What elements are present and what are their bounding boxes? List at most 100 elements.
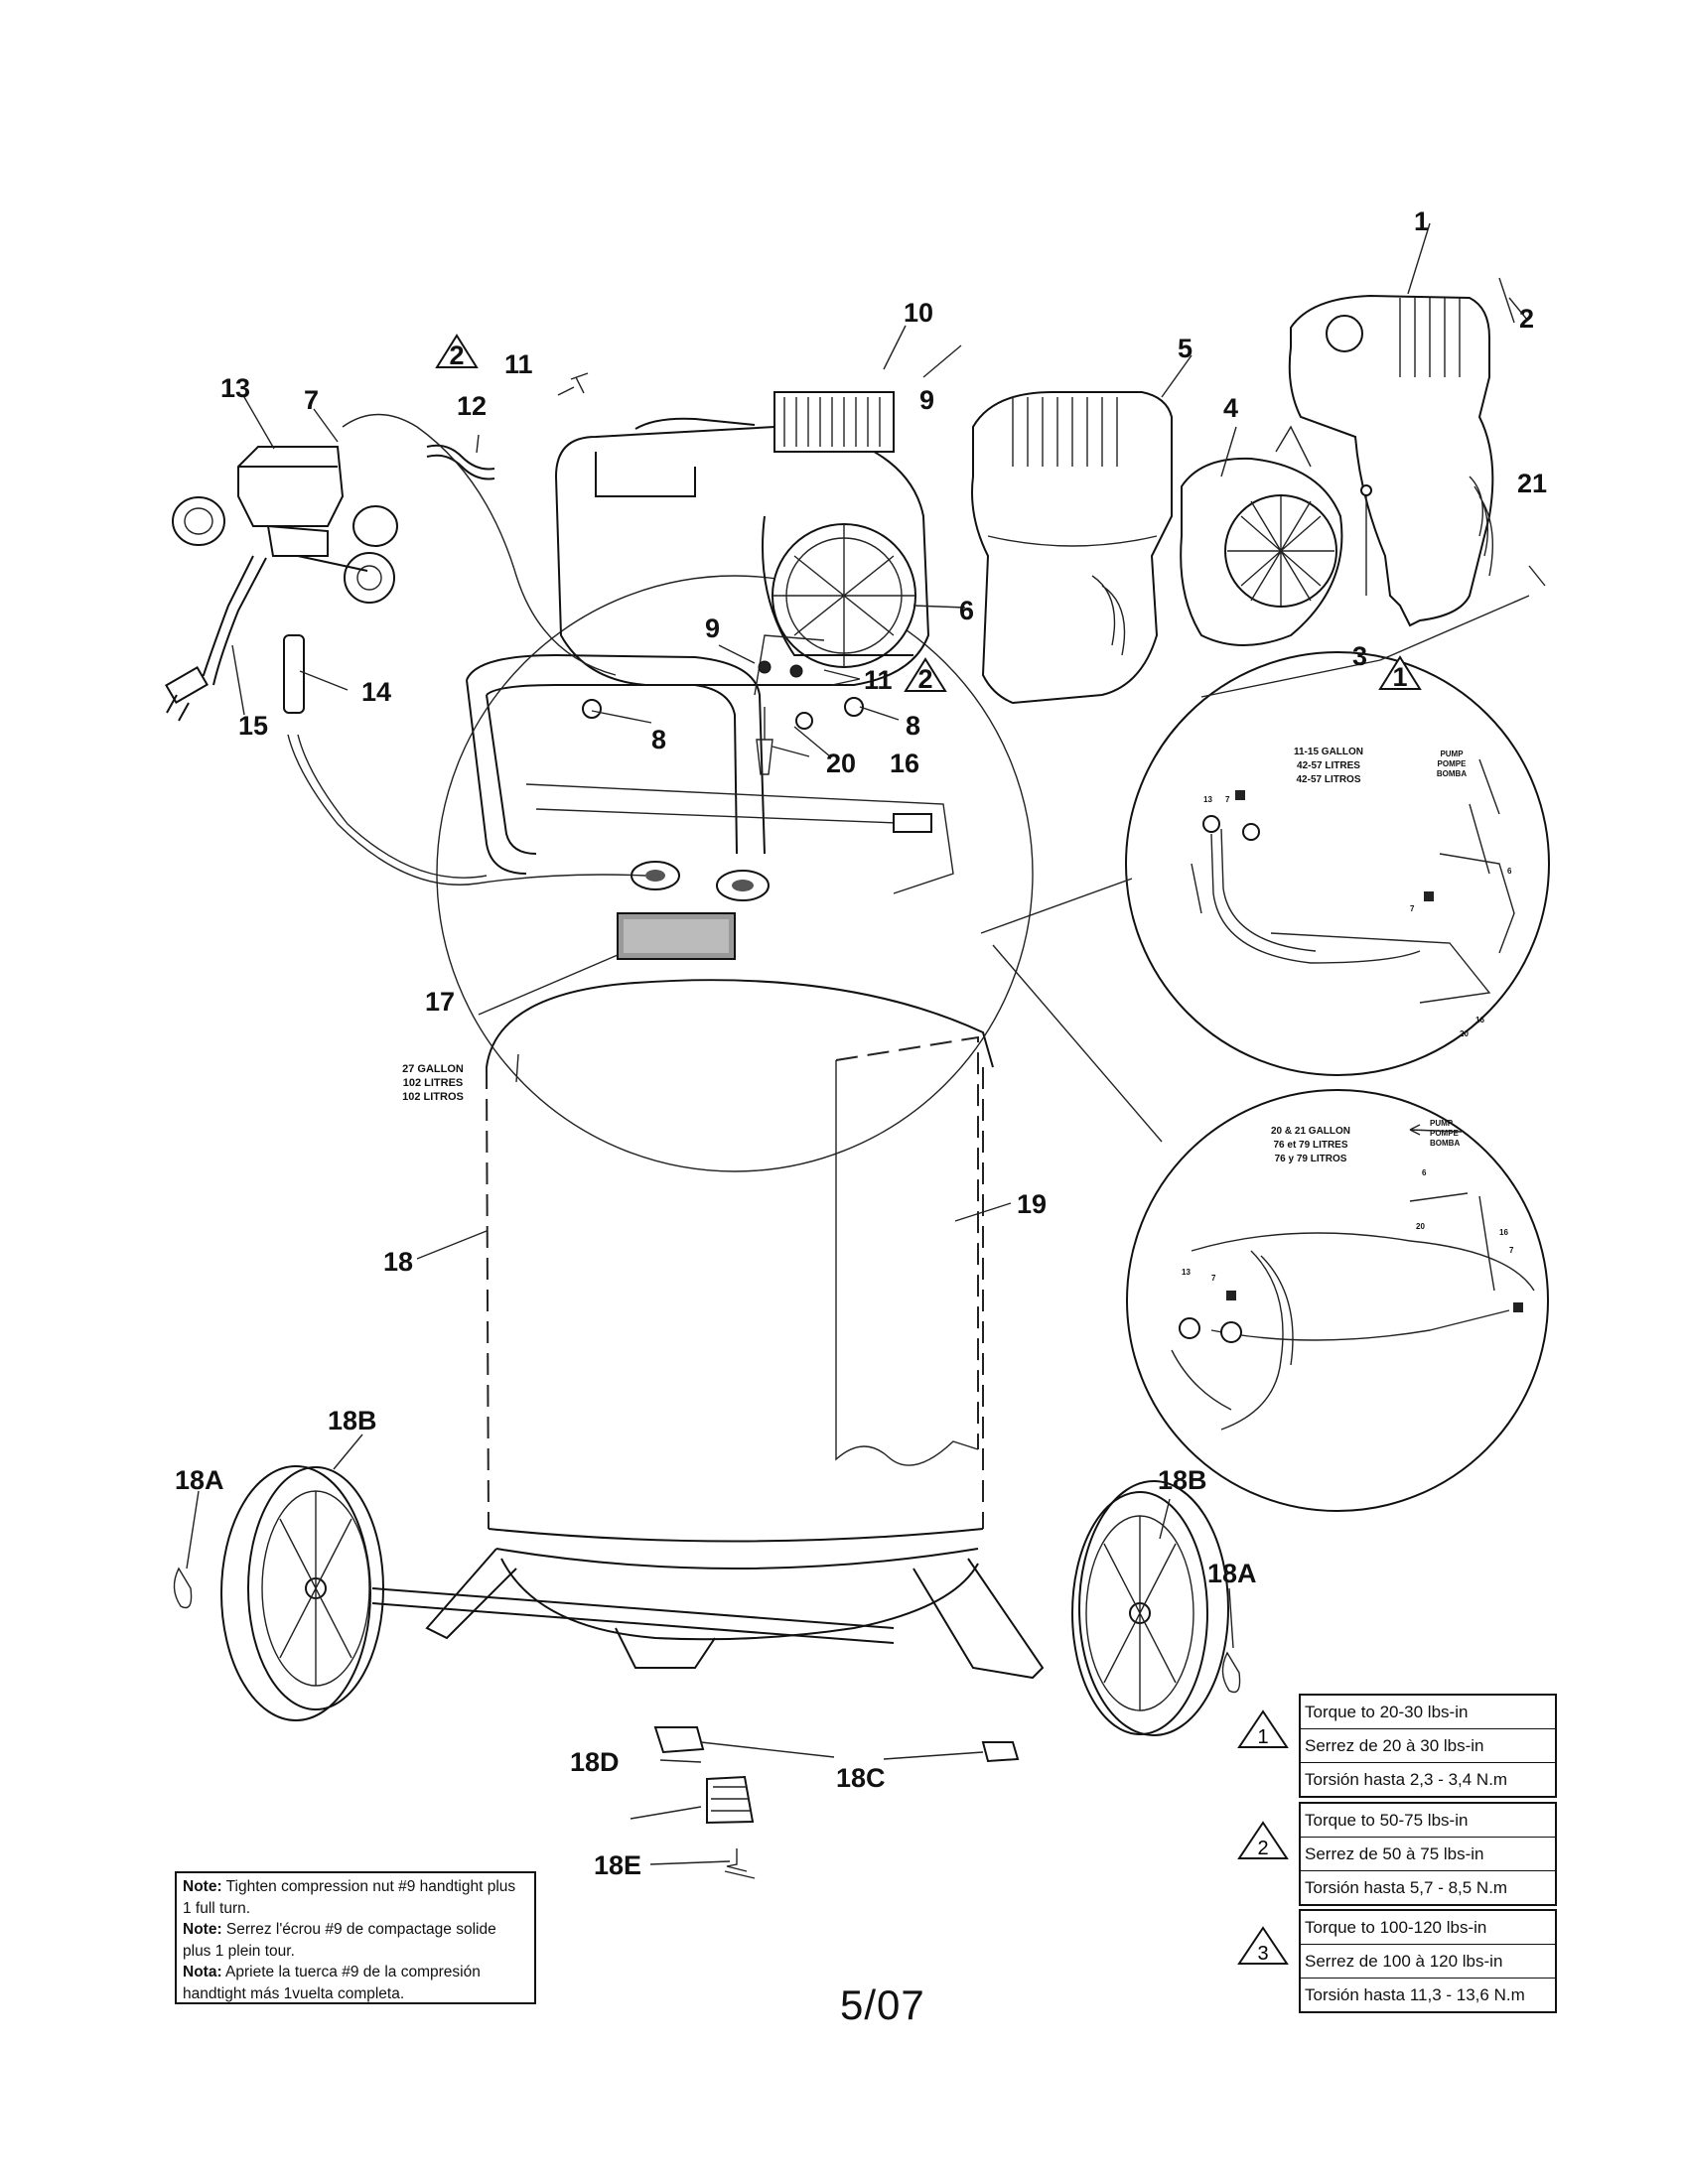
torque-marker: 2: [917, 664, 932, 694]
rubber-foot-18c-left: [653, 1726, 705, 1754]
hubcap-18a-right: [1221, 1651, 1241, 1694]
note-es: Nota: Apriete la tuerca #9 de la compres…: [183, 1964, 481, 2002]
callout-20: 20: [826, 749, 856, 778]
callout-18b: 18B: [328, 1406, 377, 1435]
torque-marker: 2: [449, 341, 464, 370]
callout-11: 11: [864, 665, 893, 695]
callout-19: 19: [1017, 1189, 1047, 1219]
svg-text:2: 2: [1257, 1838, 1268, 1859]
torque-symbol-1: 1: [1237, 1709, 1289, 1748]
callout-10: 10: [904, 298, 933, 328]
svg-text:POMPE: POMPE: [1430, 1129, 1460, 1138]
callout-16: 16: [890, 749, 919, 778]
callout-4: 4: [1223, 393, 1238, 423]
shroud-1: [1288, 294, 1494, 627]
svg-text:3: 3: [1257, 1943, 1268, 1965]
note-fr: Note: Serrez l'écrou #9 de compactage so…: [183, 1921, 496, 1960]
drain-valve-18d: [706, 1775, 755, 1825]
callout-8: 8: [906, 711, 920, 741]
fitting-16: [795, 712, 813, 730]
detail-circle-main: [436, 575, 1034, 1172]
svg-text:20 & 21 GALLON: 20 & 21 GALLON: [1271, 1126, 1350, 1137]
torque-symbol-2: 2: [1237, 1821, 1289, 1859]
torque-line-es: Torsión hasta 11,3 - 13,6 N.m: [1305, 1985, 1525, 2004]
pump-motor-assembly: [554, 391, 930, 696]
svg-text:13: 13: [1182, 1268, 1191, 1277]
callout-3: 3: [1352, 641, 1367, 671]
callout-13: 13: [220, 373, 250, 403]
svg-text:PUMP: PUMP: [1440, 750, 1464, 758]
svg-text:6: 6: [1507, 867, 1512, 876]
svg-text:7: 7: [1211, 1274, 1216, 1283]
detail-lower-labels: 20 & 21 GALLON 76 et 79 LITRES 76 y 79 L…: [1182, 1119, 1514, 1283]
torque-line-en: Torque to 50-75 lbs-in: [1301, 1804, 1555, 1838]
callout-14: 14: [361, 677, 391, 707]
svg-text:16: 16: [1499, 1228, 1508, 1237]
fitting-8b: [844, 697, 864, 717]
air-tank: [486, 912, 994, 1641]
rubber-foot-18c-right: [981, 1741, 1020, 1763]
svg-text:6: 6: [1422, 1168, 1427, 1177]
note-box: Note: Tighten compression nut #9 handtig…: [175, 1871, 536, 2004]
callout-8: 8: [651, 725, 666, 754]
callout-21: 21: [1517, 469, 1547, 498]
callout-18a: 18A: [175, 1465, 224, 1495]
callout-1: 1: [1414, 206, 1429, 236]
torque-line-es: Torsión hasta 5,7 - 8,5 N.m: [1305, 1878, 1508, 1897]
callout-18: 18: [383, 1247, 413, 1277]
svg-text:POMPE: POMPE: [1438, 759, 1468, 768]
torque-warning-icon: 2: [904, 657, 947, 694]
torque-line-fr: Serrez de 100 à 120 lbs-in: [1301, 1945, 1555, 1979]
handle-frame: [466, 653, 954, 901]
torque-line-fr: Serrez de 20 à 30 lbs-in: [1301, 1729, 1555, 1763]
screw-2: [1498, 277, 1515, 324]
svg-text:42-57 LITROS: 42-57 LITROS: [1296, 774, 1360, 785]
hose-12: [426, 444, 495, 471]
svg-text:11-15 GALLON: 11-15 GALLON: [1294, 747, 1363, 757]
tube-14: [283, 634, 305, 714]
svg-text:BOMBA: BOMBA: [1437, 769, 1467, 778]
torque-row-1: Torque to 20-30 lbs-in Serrez de 20 à 30…: [1299, 1694, 1557, 1798]
hubcap-18a-left: [173, 1567, 193, 1609]
detail-upper-labels: 11-15 GALLON 42-57 LITRES 42-57 LITROS P…: [1203, 747, 1512, 1038]
callout-9: 9: [919, 385, 934, 415]
callout-11: 11: [504, 349, 533, 379]
torque-line-en: Torque to 20-30 lbs-in: [1301, 1696, 1555, 1729]
torque-row-3: Torque to 100-120 lbs-in Serrez de 100 à…: [1299, 1909, 1557, 2013]
svg-text:76 y 79 LITROS: 76 y 79 LITROS: [1275, 1154, 1347, 1164]
part-callouts: 1 2 21 3 4 5 10 9 6 9 11 11 13 7 12 14 1…: [175, 206, 1547, 1880]
torque-warning-icon: 1: [1378, 655, 1422, 692]
callout-9: 9: [705, 614, 720, 643]
svg-text:102 LITROS: 102 LITROS: [402, 1091, 464, 1103]
svg-text:7: 7: [1225, 795, 1230, 804]
svg-text:102 LITRES: 102 LITRES: [403, 1077, 464, 1089]
callout-15: 15: [238, 711, 268, 741]
svg-text:16: 16: [1475, 1016, 1484, 1024]
svg-text:7: 7: [1509, 1246, 1514, 1255]
callout-5: 5: [1178, 334, 1193, 363]
screw-11a: [570, 372, 589, 394]
svg-text:PUMP: PUMP: [1430, 1119, 1454, 1128]
note-en: Note: Tighten compression nut #9 handtig…: [183, 1878, 516, 1917]
cylinder-head-fins: [783, 397, 881, 447]
leader-lines: [186, 222, 1530, 1865]
torque-line-en: Torque to 100-120 lbs-in: [1301, 1911, 1555, 1945]
fitting-8a: [582, 699, 602, 719]
callout-18c: 18C: [836, 1763, 886, 1793]
svg-text:1: 1: [1257, 1726, 1268, 1748]
wheel-right: [1071, 1480, 1229, 1736]
callout-12: 12: [457, 391, 487, 421]
drain-petcock-18e: [724, 1848, 756, 1879]
fan-4: [1180, 425, 1343, 646]
callout-17: 17: [425, 987, 455, 1017]
torque-marker: 1: [1392, 662, 1407, 692]
svg-text:42-57 LITRES: 42-57 LITRES: [1297, 760, 1360, 771]
callout-18a: 18A: [1207, 1559, 1257, 1588]
torque-line-fr: Serrez de 50 à 75 lbs-in: [1301, 1838, 1555, 1871]
torque-symbol-3: 3: [1237, 1926, 1289, 1965]
screw-21: [1528, 565, 1546, 587]
wheel-left: [220, 1465, 384, 1721]
page-number: 5/07: [840, 1981, 925, 2028]
detail-circle-upper: [1125, 651, 1550, 1076]
